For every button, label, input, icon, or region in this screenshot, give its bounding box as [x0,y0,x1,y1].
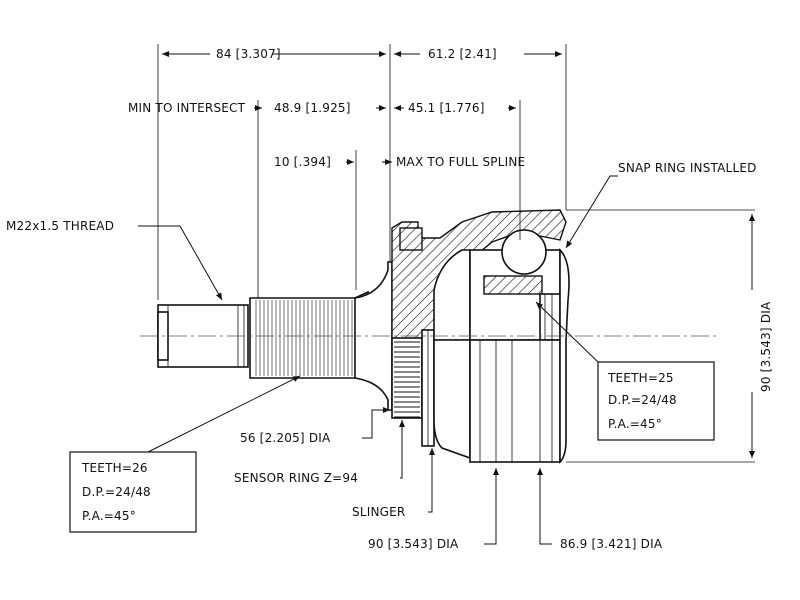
spec-box-left: TEETH=26 D.P.=24/48 P.A.=45° [69,451,197,533]
spec-box-right: TEETH=25 D.P.=24/48 P.A.=45° [597,361,715,441]
housing-outer [433,339,471,460]
intersect-right-dim: 45.1 [1.776] [408,101,485,115]
housing-rim [559,248,570,464]
boot-dia-dim: 86.9 [3.421] DIA [560,537,663,551]
spline-offset-dim: 10 [.394] [274,155,331,169]
max-full-spline-label: MAX TO FULL SPLINE [396,155,525,169]
min-intersect-label: MIN TO INTERSECT [128,101,246,115]
outer-dia-dim: 90 [3.543] DIA [759,301,773,392]
ball [501,229,547,275]
spec-right-pa: P.A.=45° [608,417,662,431]
overall-left-dim: 84 [3.307] [216,47,281,61]
spec-left-dp: D.P.=24/48 [82,485,151,499]
spec-left-teeth: TEETH=26 [81,461,148,475]
housing-dia-dim: 90 [3.543] DIA [368,537,459,551]
callout-labels: M22x1.5 THREAD SNAP RING INSTALLED SENSO… [6,161,757,519]
stem-dia-dim: 56 [2.205] DIA [240,431,331,445]
slinger-callout: SLINGER [352,505,405,519]
cv-joint-part [140,209,720,464]
min-intersect-dim: 48.9 [1.925] [274,101,351,115]
dimension-labels: 84 [3.307] 61.2 [2.41] MIN TO INTERSECT … [128,47,773,551]
snap-ring [539,293,561,341]
thread-callout: M22x1.5 THREAD [6,219,114,233]
spec-left-pa: P.A.=45° [82,509,136,523]
cage-section [483,275,543,295]
snap-ring-callout: SNAP RING INSTALLED [618,161,757,175]
housing-body [469,339,561,463]
sensor-ring [391,337,423,419]
spec-right-dp: D.P.=24/48 [608,393,677,407]
dimension-lines [138,44,755,545]
sensor-ring-callout: SENSOR RING Z=94 [234,471,358,485]
snap-ring-groove [399,227,423,251]
splined-shaft [249,290,371,379]
spec-right-teeth: TEETH=25 [607,371,674,385]
overall-right-dim: 61.2 [2.41] [428,47,497,61]
